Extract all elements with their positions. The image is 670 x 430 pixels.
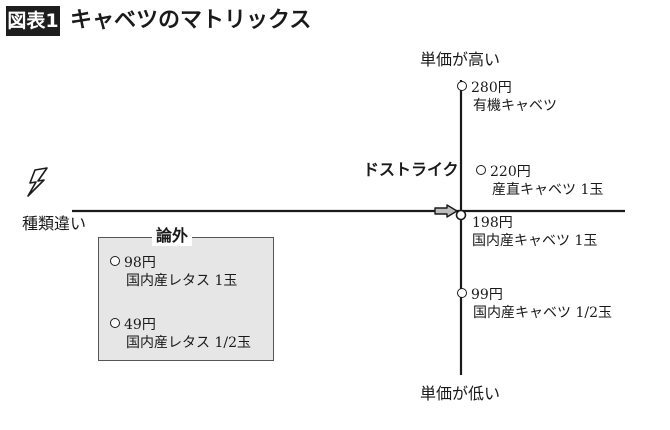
- figure-badge: 図表1: [6, 6, 60, 36]
- point-name: 国内産キャベツ 1/2玉: [473, 305, 612, 321]
- point-price: 198円: [472, 215, 513, 231]
- point-name: 国内産キャベツ 1玉: [472, 233, 598, 249]
- point-marker: [476, 165, 486, 175]
- point-marker: [110, 256, 120, 266]
- item-name: 国内産レタス 1/2玉: [126, 335, 251, 351]
- out-of-scope-item: 49円 国内産レタス 1/2玉: [110, 316, 251, 352]
- intersection-marker: [455, 209, 467, 221]
- point-220: 220円 産直キャベツ 1玉: [476, 163, 603, 199]
- item-price: 49円: [124, 317, 156, 333]
- out-of-scope-item: 98円 国内産レタス 1玉: [110, 254, 237, 290]
- axis-label-left: 種類違い: [22, 214, 87, 233]
- figure-title: キャベツのマトリックス: [70, 8, 312, 33]
- point-price: 220円: [490, 164, 531, 180]
- point-marker: [457, 288, 467, 298]
- point-name: 有機キャベツ: [473, 98, 557, 114]
- point-price: 99円: [471, 287, 503, 303]
- out-of-scope-title: 論外: [152, 226, 193, 246]
- point-99: 99円 国内産キャベツ 1/2玉: [457, 286, 612, 322]
- item-name: 国内産レタス 1玉: [126, 273, 238, 289]
- pointer-arrow-icon: [434, 204, 458, 218]
- point-198: 198円 国内産キャベツ 1玉: [472, 214, 597, 250]
- axis-label-bottom: 単価が低い: [420, 384, 501, 403]
- point-price: 280円: [471, 80, 512, 96]
- point-marker: [457, 81, 467, 91]
- point-280: 280円 有機キャベツ: [457, 79, 557, 115]
- point-name: 産直キャベツ 1玉: [492, 182, 604, 198]
- item-price: 98円: [124, 255, 156, 271]
- lightning-bolt-icon: [27, 167, 48, 197]
- point-marker: [110, 318, 120, 328]
- axis-label-top: 単価が高い: [420, 50, 501, 69]
- callout-label: ドストライク: [363, 160, 459, 179]
